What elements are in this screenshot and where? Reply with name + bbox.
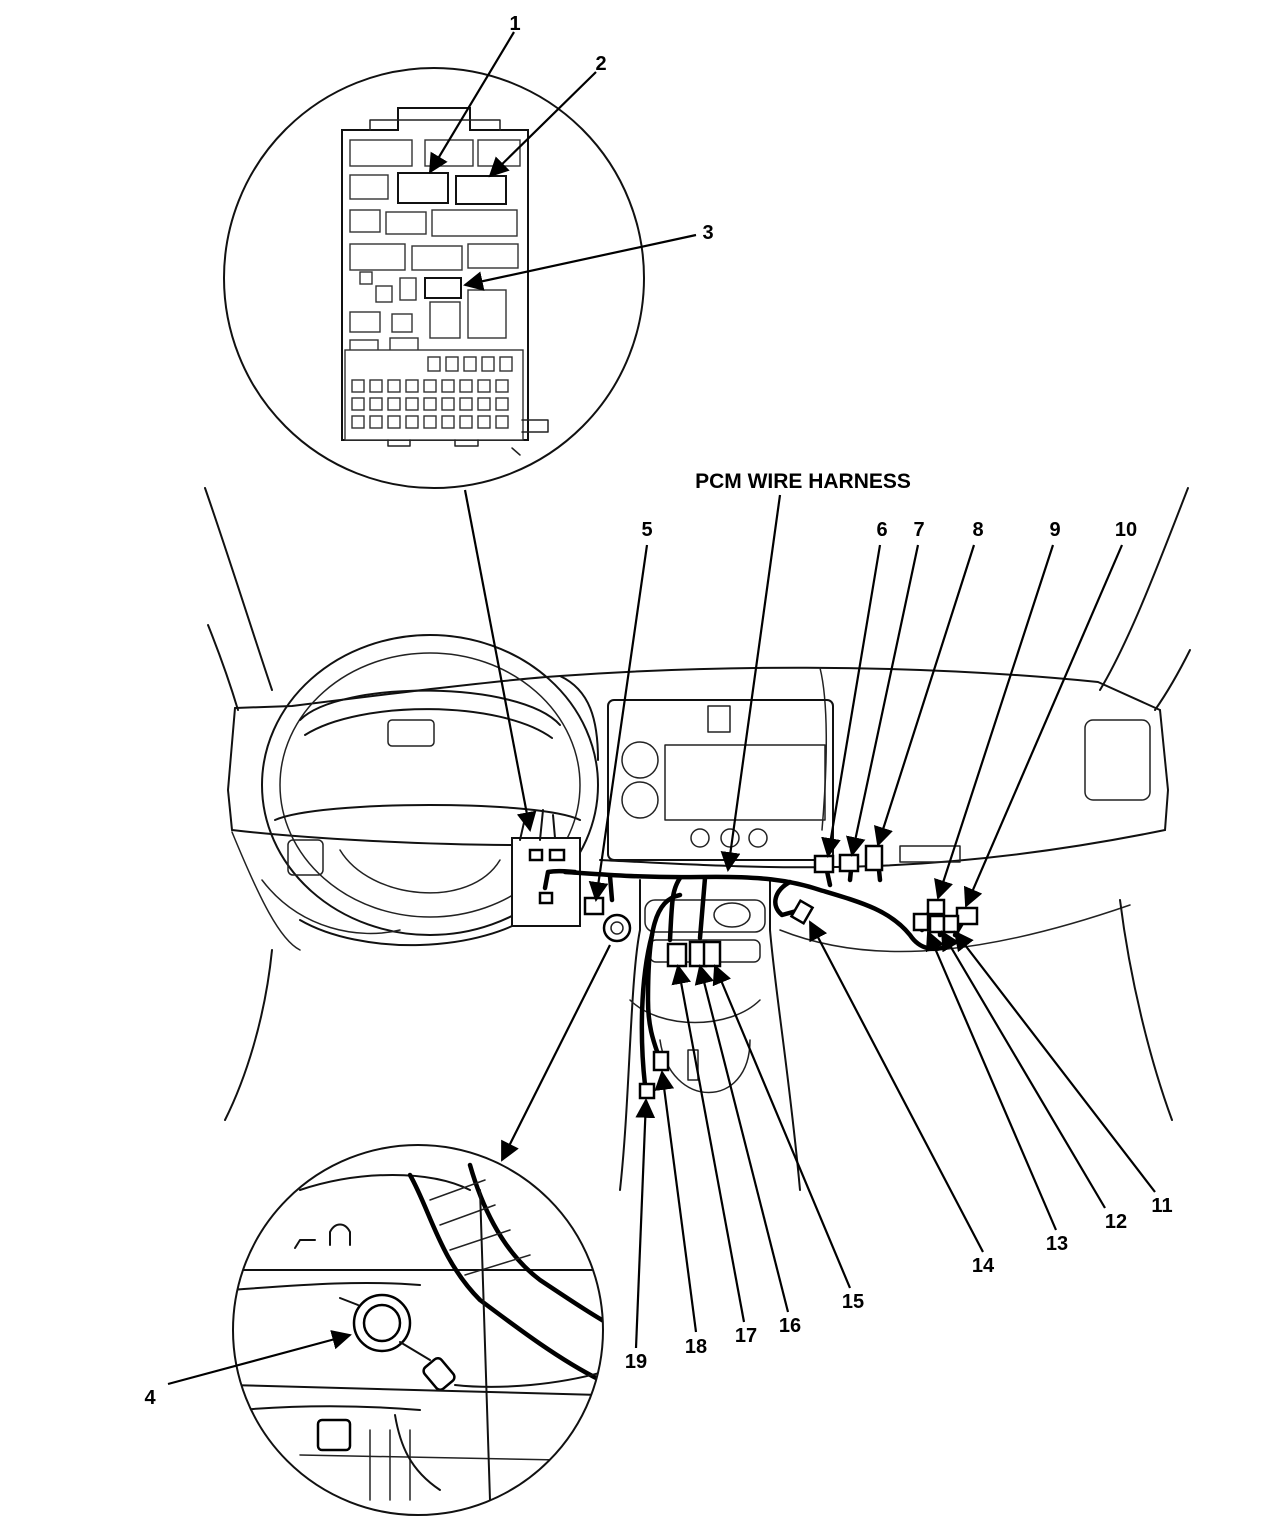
dashboard-view	[204, 487, 1191, 1191]
connector-17	[666, 942, 688, 968]
callout-14: 14	[972, 1255, 995, 1277]
callout-16: 16	[779, 1315, 801, 1337]
under-dash-fuse-box	[511, 809, 581, 927]
callout-6: 6	[876, 519, 887, 541]
connector-6	[813, 854, 835, 874]
connector-5	[583, 896, 605, 916]
connector-18	[652, 1050, 670, 1072]
sensor-detail	[232, 1144, 604, 1516]
callout-9: 9	[1049, 519, 1060, 541]
callout-8: 8	[972, 519, 983, 541]
callout-19: 19	[625, 1351, 647, 1373]
pcm-wire-harness	[542, 857, 968, 1088]
harness-title: PCM WIRE HARNESS	[695, 470, 911, 493]
fuse-detail-connector-3	[424, 277, 462, 299]
callout-12: 12	[1105, 1211, 1127, 1233]
callout-3: 3	[702, 222, 713, 244]
callout-4: 4	[144, 1387, 156, 1409]
fuse-detail-connector-1	[397, 172, 449, 204]
callout-7: 7	[913, 519, 924, 541]
fuse-box-detail	[223, 67, 645, 489]
harness-connectors	[583, 844, 979, 1100]
callout-1: 1	[509, 13, 520, 35]
connector-12	[928, 914, 946, 934]
connector-19	[638, 1082, 656, 1100]
callout-17: 17	[735, 1325, 757, 1347]
connector-10	[955, 906, 979, 926]
callout-13: 13	[1046, 1233, 1068, 1255]
callout-11: 11	[1151, 1195, 1172, 1217]
labels: PCM WIRE HARNESS 1 2 3 4 5 6 7 8 9 10 11…	[144, 13, 1172, 1409]
callout-leaders	[167, 31, 1156, 1386]
connector-14	[789, 898, 815, 926]
callout-5: 5	[641, 519, 652, 541]
connector-11	[942, 914, 960, 934]
connector-7	[838, 853, 860, 873]
connector-8	[864, 844, 884, 872]
connector-9	[926, 898, 946, 916]
fuse-detail-connector-2	[455, 175, 507, 205]
callout-2: 2	[595, 53, 606, 75]
callout-10: 10	[1115, 519, 1137, 541]
callout-18: 18	[685, 1336, 707, 1358]
connector-13	[912, 912, 930, 932]
connector-15	[702, 940, 722, 968]
callout-15: 15	[842, 1291, 864, 1313]
